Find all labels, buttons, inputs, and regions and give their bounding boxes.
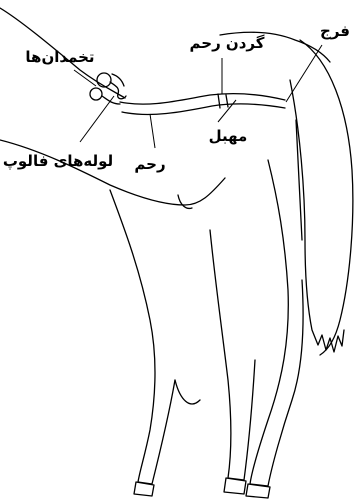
- label-ovaries: تخمدان‌ها: [25, 48, 94, 66]
- reproductive-tract: [120, 94, 285, 115]
- label-vagina: مهبل: [209, 127, 248, 145]
- label-uterus: رحم: [134, 155, 165, 173]
- ovary-right: [90, 88, 102, 100]
- ovary-left: [97, 73, 111, 87]
- leader-ovaries: [74, 70, 96, 86]
- horse-tail: [290, 40, 353, 355]
- leader-uterus: [150, 114, 155, 148]
- horse-body-outline: [0, 8, 330, 498]
- leader-fallopian-tubes: [80, 96, 114, 142]
- label-vulva: فرج: [320, 22, 350, 40]
- label-fallopian-tubes: لوله‌های فالوپ: [3, 152, 113, 170]
- label-cervix: گردن رحم: [190, 34, 265, 52]
- leader-vulva: [286, 45, 322, 102]
